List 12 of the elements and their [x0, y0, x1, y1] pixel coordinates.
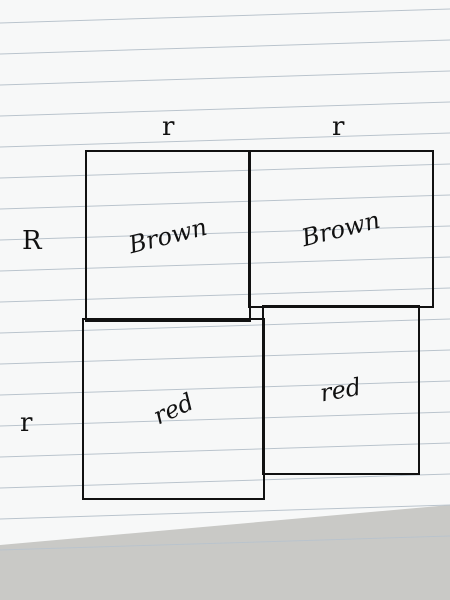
allele-label: R [22, 226, 42, 256]
genotype-text: red [318, 372, 364, 408]
punnett-cell [82, 318, 265, 500]
genotype-text: Brown [126, 212, 210, 260]
punnett-cell [262, 305, 420, 475]
punnett-cell [85, 150, 251, 322]
allele-label: r [162, 112, 174, 142]
allele-label: r [20, 408, 32, 438]
punnett-cell [248, 150, 434, 308]
genotype-text: red [148, 388, 198, 430]
allele-label: r [332, 112, 344, 142]
genotype-text: Brown [299, 206, 383, 252]
